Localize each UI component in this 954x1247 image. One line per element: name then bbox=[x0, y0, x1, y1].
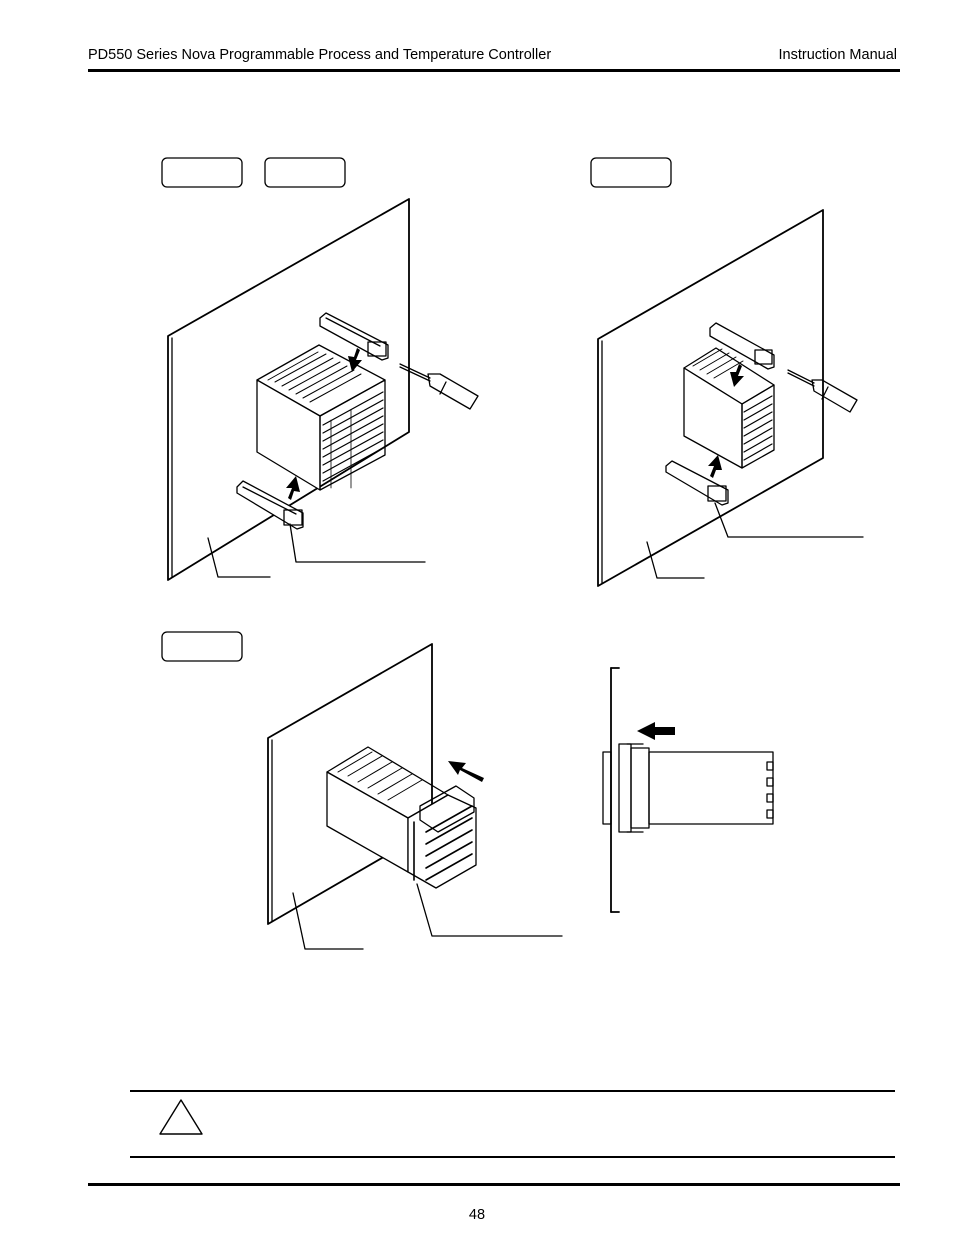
footer-rule bbox=[88, 1183, 900, 1186]
figure1-controller bbox=[256, 344, 386, 491]
header-title: PD550 Series Nova Programmable Process a… bbox=[88, 47, 552, 63]
figure1-panel bbox=[167, 198, 410, 581]
figure3-insert-arrow bbox=[448, 761, 484, 782]
figure2-screwdriver-icon bbox=[787, 369, 858, 413]
figure4-panel bbox=[610, 667, 620, 913]
figure1-mounting-bracket-top bbox=[319, 312, 389, 361]
figure2-callout-lines bbox=[646, 502, 864, 579]
figure3-panel bbox=[267, 643, 433, 925]
figure2-label-box bbox=[590, 157, 672, 188]
figure2-mounting-bracket-bottom bbox=[665, 460, 729, 506]
figure1-mounting-bracket-bottom bbox=[236, 480, 304, 530]
header-rule bbox=[88, 69, 900, 72]
warning-triangle-icon bbox=[159, 1099, 203, 1135]
figure1-callout-lines bbox=[207, 523, 426, 578]
figure-eighth-din-mounting bbox=[590, 157, 864, 587]
figure2-mounting-bracket-top bbox=[709, 322, 775, 370]
caution-top-rule bbox=[130, 1090, 895, 1092]
figure2-arrows bbox=[708, 364, 744, 478]
page-number: 48 bbox=[468, 1207, 486, 1223]
caution-bottom-rule bbox=[130, 1156, 895, 1158]
figure-quarter-din-mounting bbox=[161, 157, 479, 581]
figure2-controller bbox=[683, 347, 775, 469]
figure4-arrow-icon bbox=[637, 722, 675, 740]
figure-sixteenth-din-insertion bbox=[161, 631, 563, 950]
figure-side-view bbox=[602, 667, 774, 913]
header-doc-type: Instruction Manual bbox=[778, 47, 897, 63]
figure1-screwdriver-icon bbox=[399, 363, 479, 410]
figure1-label-box-a bbox=[161, 157, 243, 188]
figure3-label-box bbox=[161, 631, 243, 662]
figure4-controller bbox=[602, 743, 774, 833]
figure1-label-box-b bbox=[264, 157, 346, 188]
figure1-arrows bbox=[286, 348, 362, 500]
figure2-panel bbox=[597, 209, 824, 587]
figure3-callout-lines bbox=[292, 883, 563, 950]
figure3-controller bbox=[326, 746, 477, 889]
